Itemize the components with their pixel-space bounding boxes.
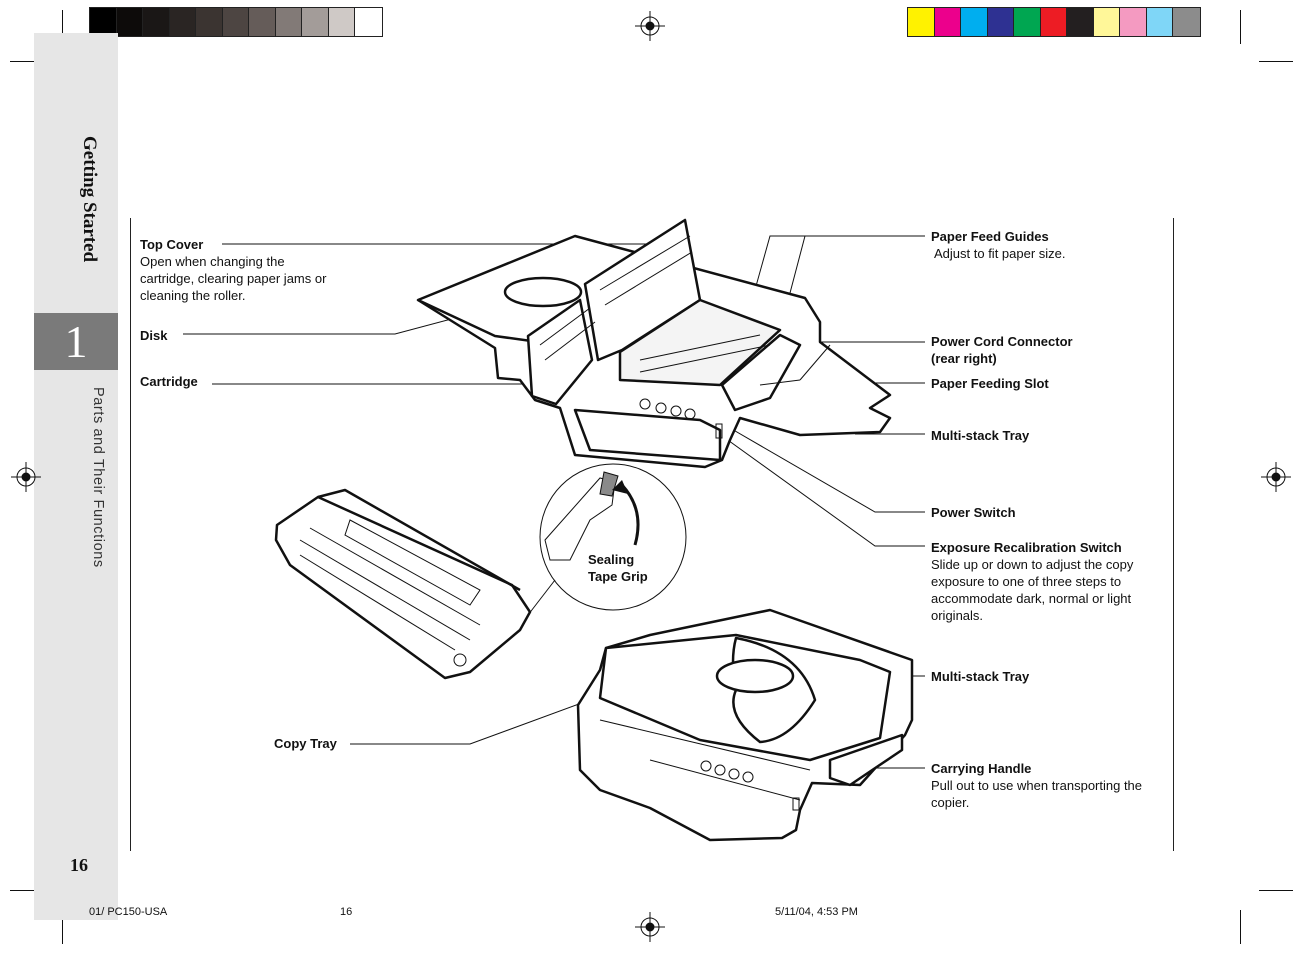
color-swatch (1040, 8, 1067, 36)
color-swatch (275, 8, 302, 36)
power-switch-title: Power Switch (931, 505, 1016, 520)
multi-stack-tray-lower-title: Multi-stack Tray (931, 669, 1030, 684)
top-cover-title: Top Cover (140, 237, 204, 252)
paper-feed-guides-description: Adjust to fit paper size. (934, 246, 1066, 261)
label-power-cord-connector: Power Cord Connector (rear right) (931, 333, 1161, 367)
page-number: 16 (70, 855, 88, 875)
color-swatch (934, 8, 961, 36)
sealing-tape-grip-line1: Sealing (588, 552, 635, 567)
label-cartridge: Cartridge (140, 373, 198, 390)
paper-feeding-slot-title: Paper Feeding Slot (931, 376, 1049, 391)
cartridge-title: Cartridge (140, 374, 198, 389)
label-paper-feeding-slot: Paper Feeding Slot (931, 375, 1049, 392)
color-swatch (116, 8, 143, 36)
label-power-switch: Power Switch (931, 504, 1016, 521)
exposure-switch-title: Exposure Recalibration Switch (931, 540, 1122, 555)
color-swatch (1146, 8, 1173, 36)
registration-target-icon (635, 11, 665, 41)
label-exposure-switch: Exposure Recalibration Switch Slide up o… (931, 539, 1163, 624)
color-swatch (961, 8, 988, 36)
multi-stack-tray-upper-title: Multi-stack Tray (931, 428, 1030, 443)
right-rule (1173, 218, 1174, 851)
grayscale-bar (89, 7, 383, 37)
color-swatch (328, 8, 355, 36)
footer-page: 16 (340, 906, 353, 918)
crop-mark (1259, 890, 1293, 891)
label-top-cover: Top Cover Open when changing the cartrid… (140, 236, 340, 304)
color-swatch (987, 8, 1014, 36)
sidebar-tab (34, 33, 118, 920)
color-swatch (1014, 8, 1041, 36)
label-disk: Disk (140, 327, 167, 344)
color-swatch (196, 8, 223, 36)
crop-mark (1240, 10, 1241, 44)
color-swatch (222, 8, 249, 36)
carrying-handle-description: Pull out to use when transporting the co… (931, 778, 1143, 810)
color-swatch (1120, 8, 1147, 36)
paper-feed-guides-title: Paper Feed Guides (931, 229, 1049, 244)
left-rule (130, 218, 131, 851)
label-copy-tray: Copy Tray (274, 735, 337, 752)
label-paper-feed-guides: Paper Feed Guides Adjust to fit paper si… (931, 228, 1161, 262)
top-cover-description: Open when changing the cartridge, cleari… (140, 254, 327, 303)
color-bar (907, 7, 1201, 37)
footer-timestamp: 5/11/04, 4:53 PM (775, 906, 858, 918)
footer-file: 01/ PC150-USA (89, 906, 168, 918)
sealing-tape-grip-line2: Tape Grip (588, 569, 648, 584)
power-cord-connector-title-line2: (rear right) (931, 351, 997, 366)
label-sealing-tape-grip: Sealing Tape Grip (588, 551, 648, 585)
color-swatch (169, 8, 196, 36)
color-swatch (1173, 8, 1200, 36)
disk-title: Disk (140, 328, 168, 343)
crop-mark (10, 61, 44, 62)
power-cord-connector-title: Power Cord Connector (931, 334, 1073, 349)
registration-target-icon (11, 462, 41, 492)
label-multi-stack-tray-upper: Multi-stack Tray (931, 427, 1029, 444)
color-swatch (302, 8, 329, 36)
crop-mark (1240, 910, 1241, 944)
chapter-number: 1 (64, 316, 88, 367)
color-swatch (908, 8, 935, 36)
registration-target-icon (635, 912, 665, 942)
copy-tray-title: Copy Tray (274, 736, 337, 751)
color-swatch (249, 8, 276, 36)
color-swatch (143, 8, 170, 36)
registration-target-icon (1261, 462, 1291, 492)
color-swatch (355, 8, 382, 36)
section-subtitle: Parts and Their Functions (90, 387, 106, 568)
color-swatch (90, 8, 117, 36)
crop-mark (62, 910, 63, 944)
chapter-box (34, 313, 118, 370)
label-carrying-handle: Carrying Handle Pull out to use when tra… (931, 760, 1151, 811)
crop-mark (62, 10, 63, 44)
color-swatch (1093, 8, 1120, 36)
label-multi-stack-tray-lower: Multi-stack Tray (931, 668, 1029, 685)
crop-mark (10, 890, 44, 891)
crop-mark (1259, 61, 1293, 62)
exposure-switch-description: Slide up or down to adjust the copy expo… (931, 557, 1134, 623)
carrying-handle-title: Carrying Handle (931, 761, 1032, 776)
section-title: Getting Started (79, 136, 100, 263)
color-swatch (1067, 8, 1094, 36)
